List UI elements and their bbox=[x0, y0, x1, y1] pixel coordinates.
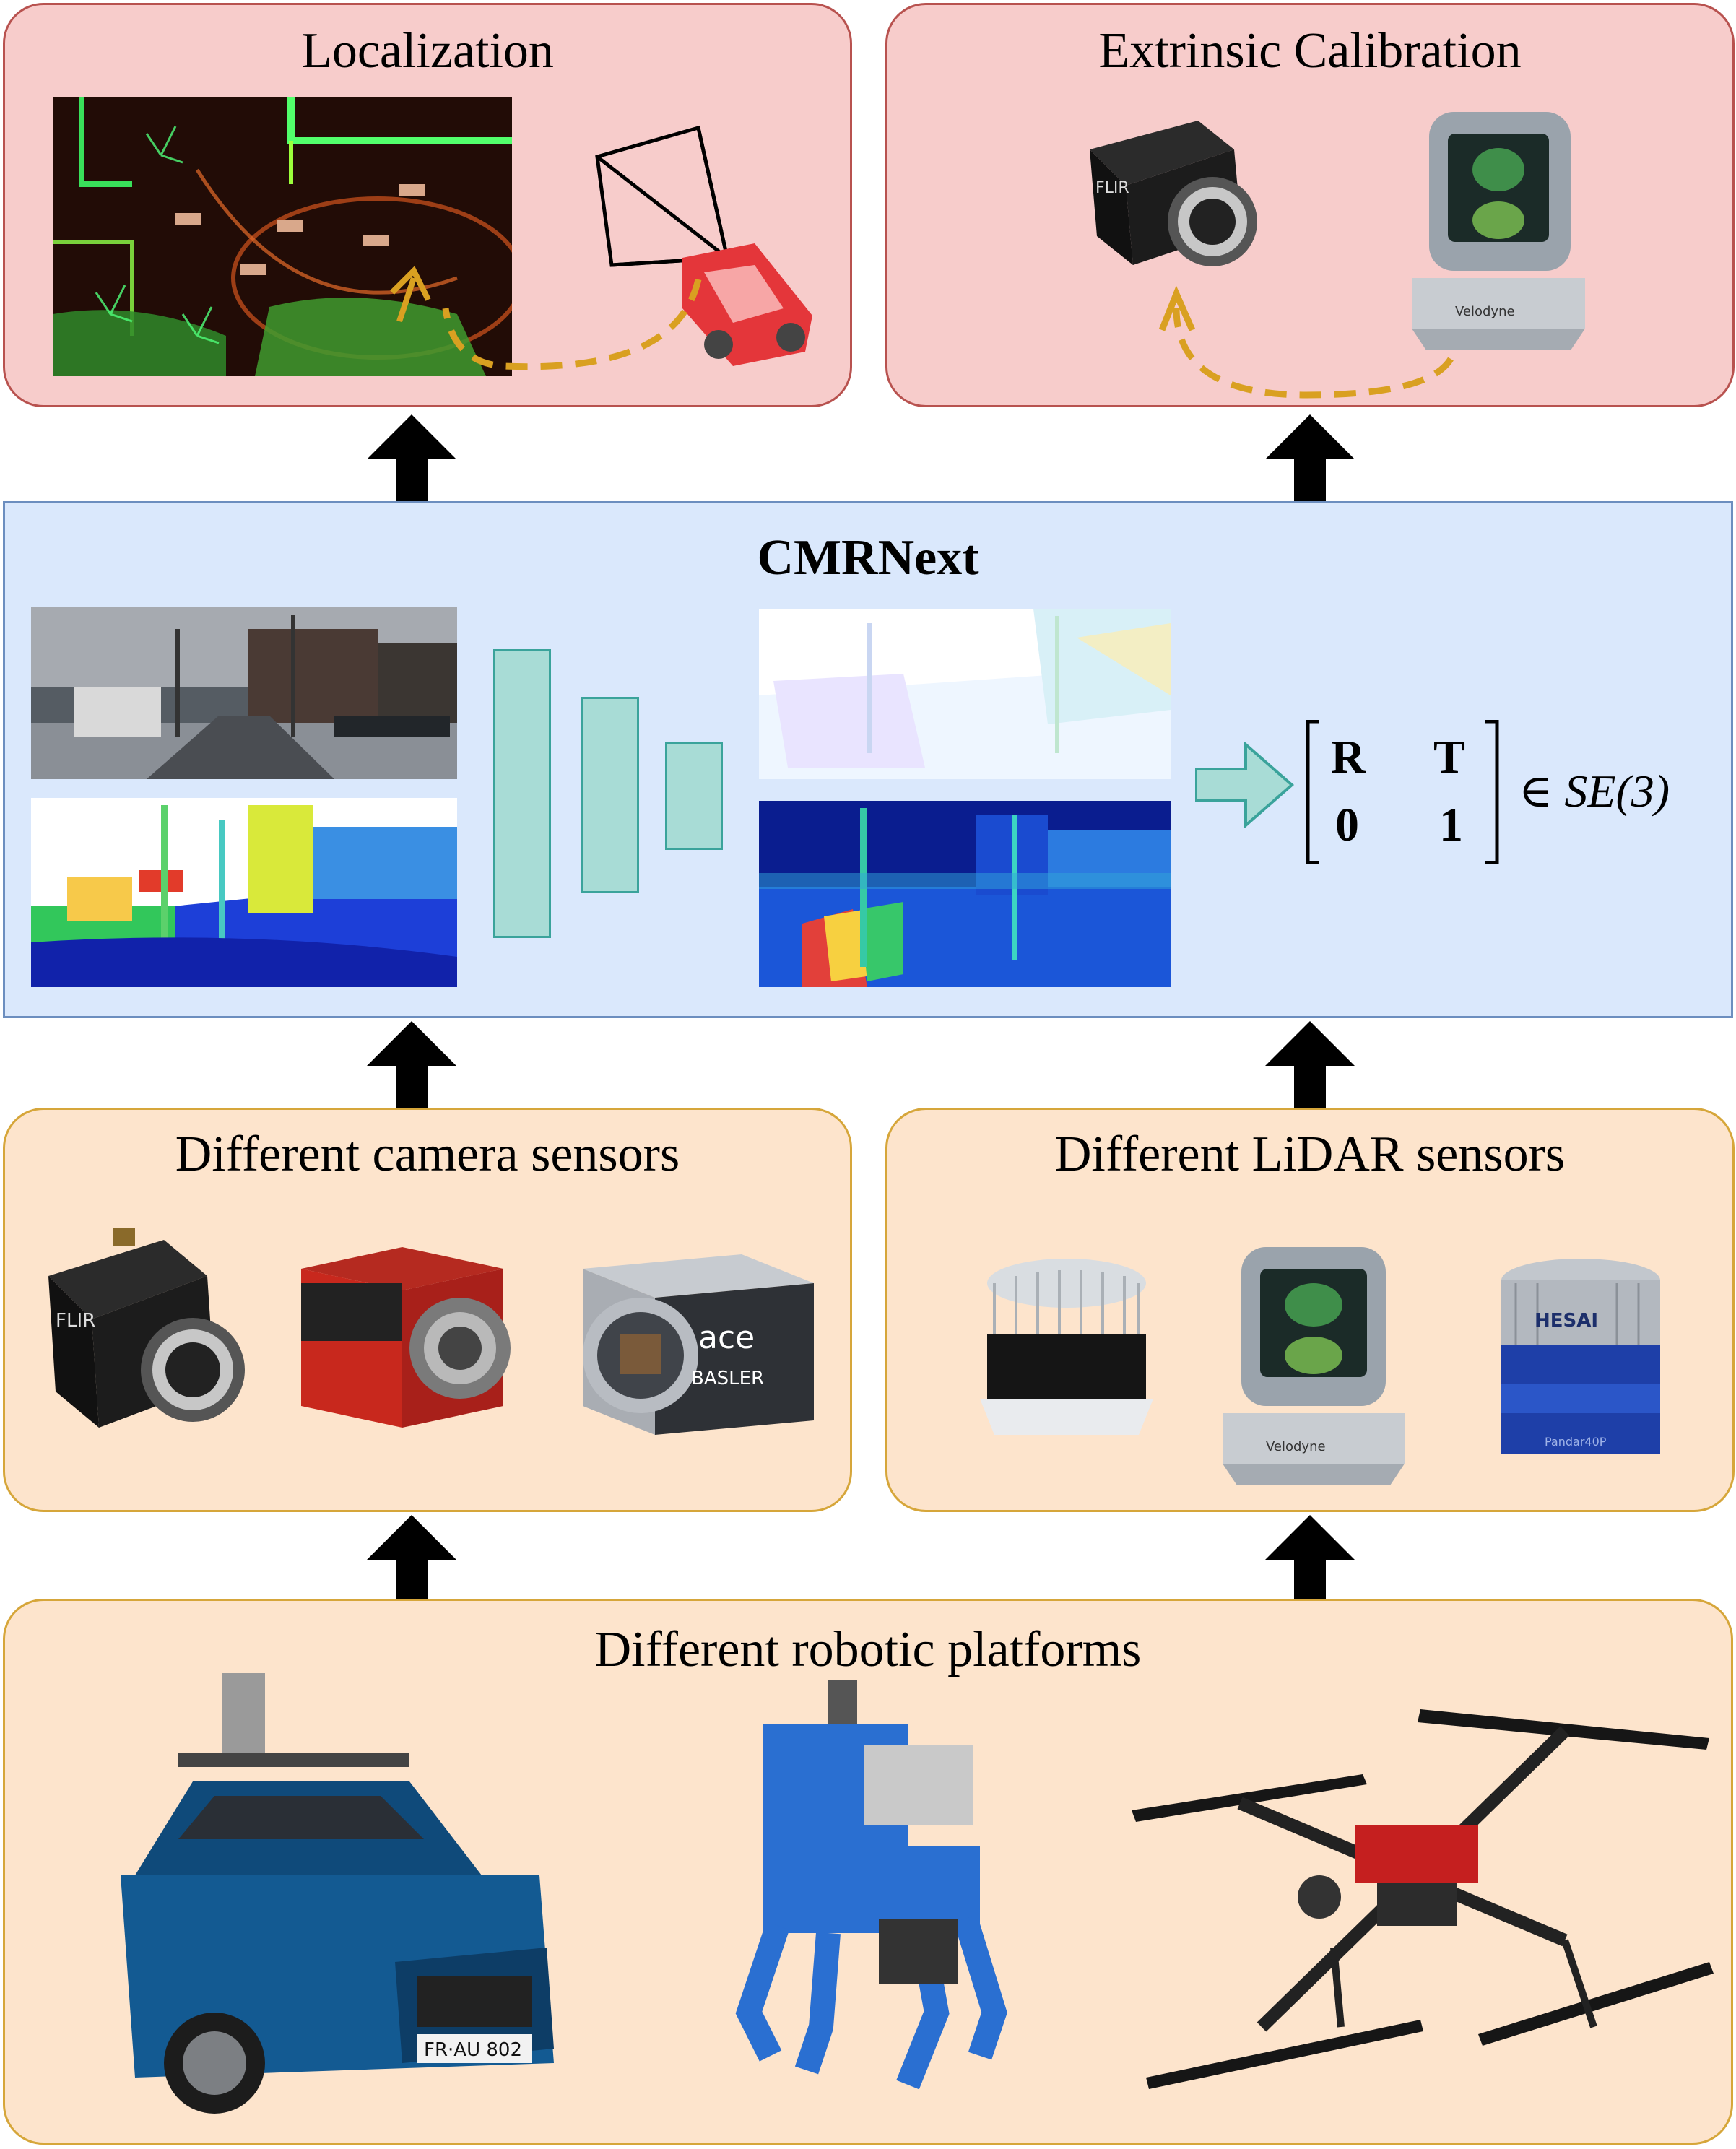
quadcopter-drone-image bbox=[1132, 1709, 1714, 2089]
up-arrow-camera-sensors bbox=[367, 1021, 456, 1109]
localization-panel: Localization bbox=[3, 3, 852, 407]
output-arrow-icon bbox=[1195, 742, 1295, 828]
encoder-layer-2 bbox=[581, 697, 639, 893]
calibration-title: Extrinsic Calibration bbox=[1098, 23, 1522, 79]
optical-flow-image bbox=[759, 609, 1171, 779]
matrix-bracket-right bbox=[1485, 720, 1499, 864]
velodyne-brand-label: Velodyne bbox=[1455, 304, 1515, 319]
up-arrow-calibration bbox=[1265, 414, 1355, 503]
calibration-dashed-arrow bbox=[1158, 285, 1454, 399]
matrix-bracket-left bbox=[1306, 720, 1319, 864]
basler-brand-label: BASLER bbox=[691, 1368, 764, 1389]
hesai-lidar-image: HESAI Pandar40P bbox=[1501, 1259, 1660, 1454]
basler-ace-camera-image: ace BASLER bbox=[583, 1254, 814, 1435]
depth-heatmap-image bbox=[759, 801, 1171, 987]
transformation-matrix: R T 0 1 bbox=[1305, 720, 1500, 864]
velodyne-brand-label: Velodyne bbox=[1266, 1439, 1326, 1454]
camera-sensors-title: Different camera sensors bbox=[175, 1126, 680, 1182]
encoder-layer-1 bbox=[493, 649, 551, 938]
ace-brand-label: ace bbox=[698, 1319, 755, 1356]
up-arrow-platform-lidar bbox=[1265, 1515, 1355, 1602]
matrix-entry-zero: 0 bbox=[1335, 799, 1359, 851]
localization-title: Localization bbox=[301, 23, 554, 79]
cmrnext-title: CMRNext bbox=[757, 530, 979, 586]
extrinsic-calibration-panel: Extrinsic Calibration FLIR Velodyne bbox=[885, 3, 1735, 407]
velodyne-lidar-image: Velodyne bbox=[1223, 1247, 1405, 1485]
legged-robot-image bbox=[735, 1680, 1007, 2090]
lidar-depth-projection-image bbox=[31, 798, 457, 987]
up-arrow-localization bbox=[367, 414, 456, 503]
se3-membership-label: ∈ SE(3) bbox=[1519, 765, 1670, 817]
up-arrow-lidar-sensors bbox=[1265, 1021, 1355, 1109]
matrix-entry-rotation: R bbox=[1331, 731, 1366, 783]
hesai-brand-label: HESAI bbox=[1535, 1310, 1598, 1332]
flir-camera-image: FLIR bbox=[1090, 121, 1257, 266]
up-arrow-platform-camera bbox=[367, 1515, 456, 1602]
flir-camera-image: FLIR bbox=[48, 1228, 245, 1428]
dashed-arrow-path bbox=[442, 278, 702, 370]
matrix-entry-translation: T bbox=[1433, 731, 1466, 783]
matrix-entry-one: 1 bbox=[1439, 799, 1463, 851]
pandar-model-label: Pandar40P bbox=[1545, 1435, 1607, 1449]
rgb-street-image bbox=[31, 607, 457, 779]
license-plate-label: FR·AU 802 bbox=[424, 2039, 522, 2061]
point-cloud-map-image bbox=[53, 97, 512, 376]
encoder-layer-3 bbox=[665, 742, 723, 850]
red-car-icon bbox=[682, 243, 812, 366]
robotic-platforms-title: Different robotic platforms bbox=[594, 1622, 1142, 1677]
velodyne-lidar-image: Velodyne bbox=[1412, 112, 1585, 350]
camera-sensors-panel: Different camera sensors FLIR ace BASLER bbox=[3, 1108, 852, 1512]
flir-brand-label: FLIR bbox=[56, 1310, 95, 1332]
flir-brand-label: FLIR bbox=[1095, 179, 1129, 197]
blue-car-image: FR·AU 802 bbox=[121, 1673, 554, 2114]
ouster-lidar-image bbox=[980, 1259, 1153, 1435]
cmrnext-panel: CMRNext bbox=[3, 501, 1733, 1018]
lidar-sensors-title: Different LiDAR sensors bbox=[1054, 1126, 1566, 1182]
red-industrial-camera-image bbox=[301, 1247, 511, 1428]
lidar-sensors-panel: Different LiDAR sensors Velodyne HESAI P… bbox=[885, 1108, 1735, 1512]
robotic-platforms-panel: Different robotic platforms FR·AU 802 bbox=[3, 1599, 1733, 2145]
